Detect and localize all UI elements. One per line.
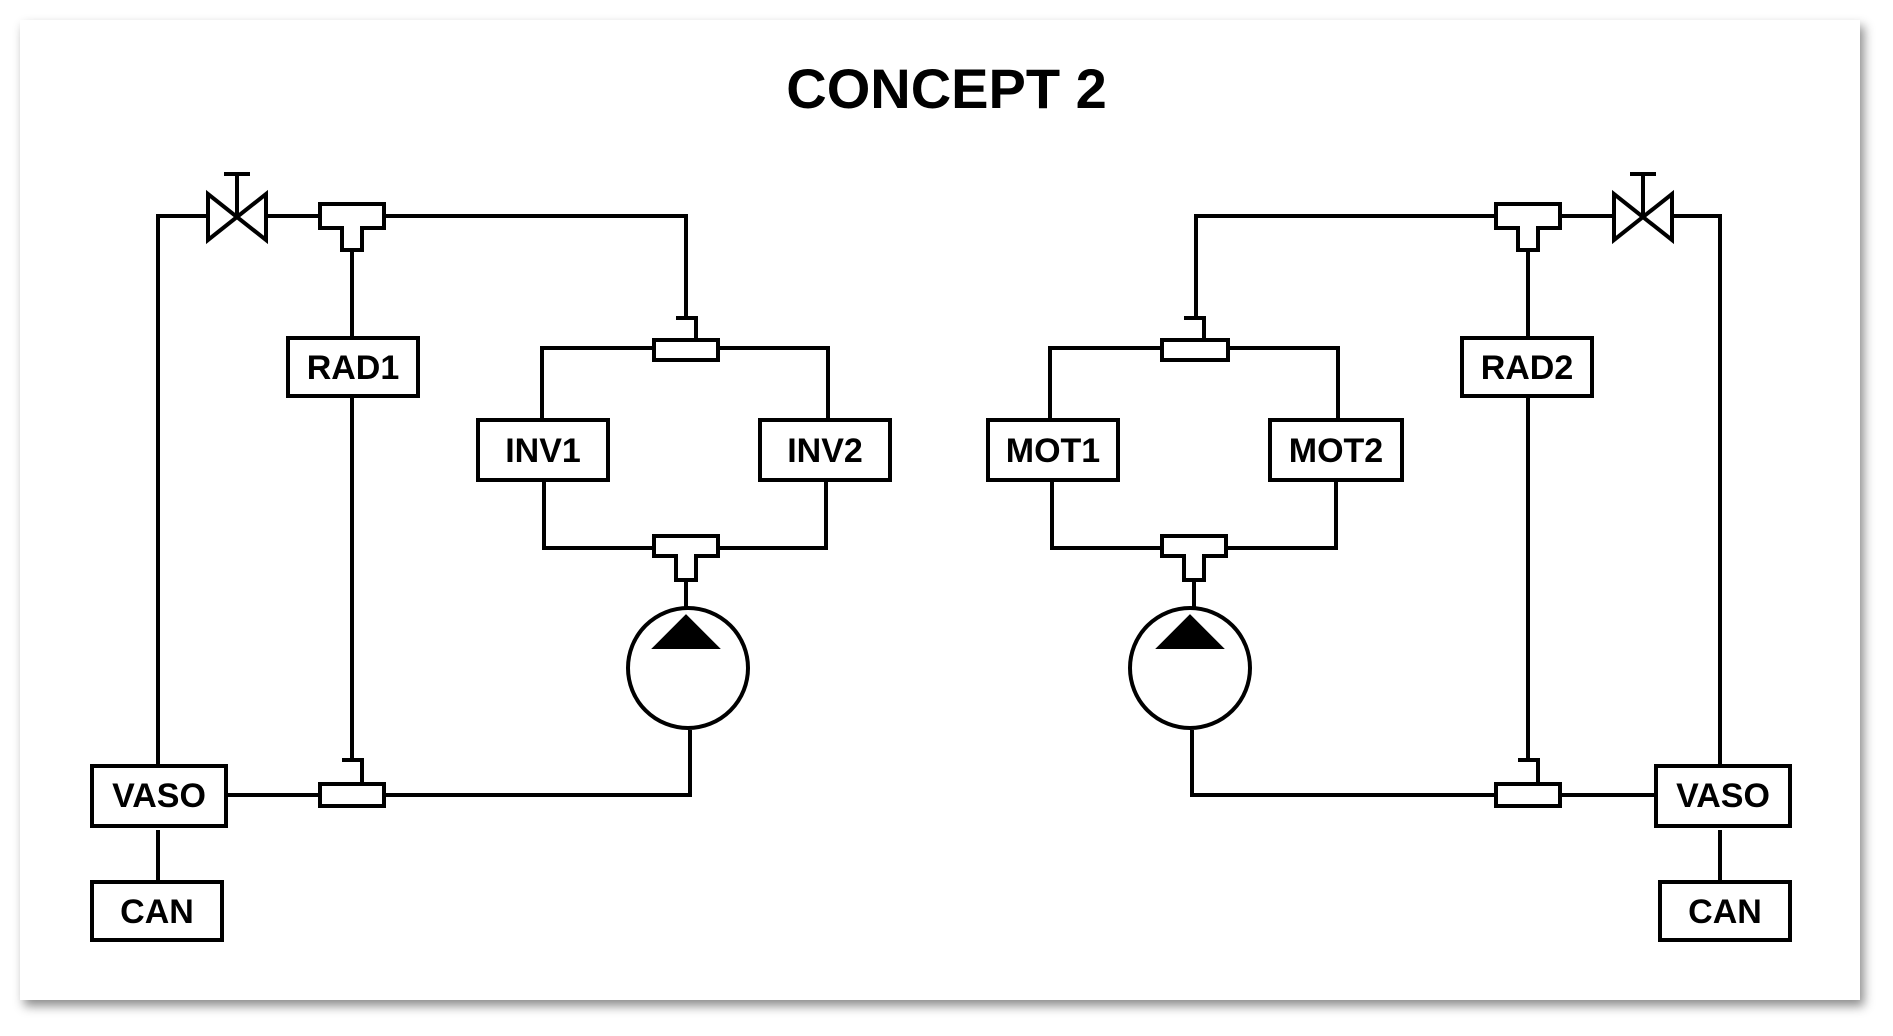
can-right-label: CAN (1688, 893, 1762, 931)
valve-icon (1612, 172, 1674, 245)
pump-icon (1128, 606, 1252, 730)
mot2-label: MOT2 (1289, 432, 1383, 470)
tee-fitting-icon (652, 316, 720, 362)
right-pipe-par-bottom (1050, 482, 1338, 550)
right-circuit (986, 172, 1792, 942)
inv1-box (476, 418, 610, 482)
tee-fitting-icon (1160, 534, 1228, 582)
rad2-label: RAD2 (1481, 349, 1574, 387)
tee-fitting-icon (1160, 316, 1230, 362)
tee-fitting-icon (652, 534, 720, 582)
left-pipe-vaso-out (228, 730, 692, 797)
pump-icon (626, 606, 750, 730)
right-pipe-vaso-out (1190, 730, 1654, 797)
rad2-box (1460, 336, 1594, 398)
diagram-title: CONCEPT 2 (786, 57, 1107, 120)
vaso-left-label: VASO (112, 777, 206, 815)
left-circuit (90, 172, 892, 942)
tee-fitting-icon (318, 202, 386, 252)
tee-fitting-icon (318, 758, 386, 808)
valve-icon (206, 172, 268, 245)
right-pipe-top (1194, 214, 1614, 318)
tee-fitting-icon (1494, 758, 1562, 808)
rad1-box (286, 336, 420, 398)
rad1-label: RAD1 (307, 349, 400, 387)
left-pipe-par-top (540, 346, 830, 420)
left-pipe-par-bottom (542, 482, 828, 550)
mot2-box (1268, 418, 1404, 482)
vaso-right-box (1654, 764, 1792, 828)
can-left-label: CAN (120, 893, 194, 931)
right-pipe-par-top (1048, 346, 1340, 420)
diagram-frame (20, 20, 1860, 1000)
vaso-right-label: VASO (1676, 777, 1770, 815)
mot1-label: MOT1 (1006, 432, 1100, 470)
inv2-label: INV2 (787, 432, 863, 470)
left-pipe-top (266, 214, 688, 318)
mot1-box (986, 418, 1120, 482)
can-left-box (90, 880, 224, 942)
inv1-label: INV1 (505, 432, 581, 470)
left-pipe-return (156, 214, 208, 768)
inv2-box (758, 418, 892, 482)
can-right-box (1658, 880, 1792, 942)
right-pipe-return (1672, 214, 1722, 768)
vaso-left-box (90, 764, 228, 828)
tee-fitting-icon (1494, 202, 1562, 252)
